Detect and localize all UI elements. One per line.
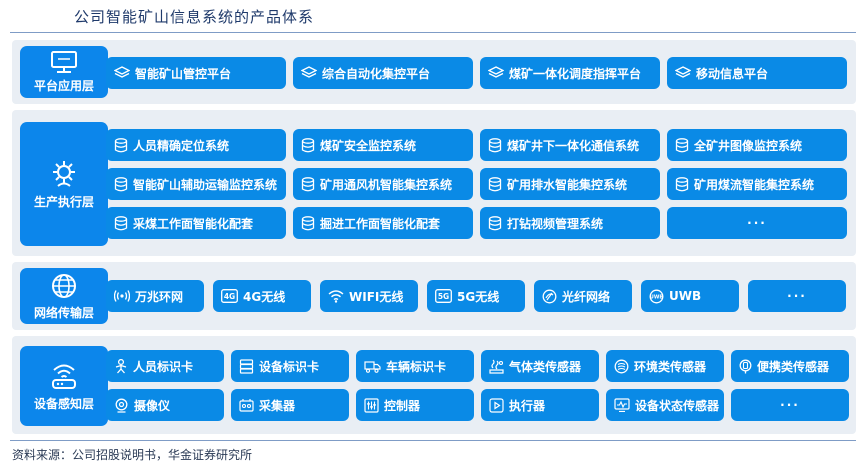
fiber-icon bbox=[542, 289, 557, 304]
layers-icon bbox=[114, 66, 130, 80]
platform-layer: 平台应用层 智能矿山管控平台 综合自动化集控平台 煤矿一体化调度指挥平台 移动信… bbox=[12, 40, 856, 104]
database-icon bbox=[301, 176, 315, 192]
device-item[interactable]: 执行器 bbox=[481, 389, 599, 421]
production-item[interactable]: 掘进工作面智能化配套 bbox=[293, 207, 473, 239]
network-item[interactable]: 万兆环网 bbox=[106, 280, 204, 312]
database-icon bbox=[675, 137, 689, 153]
layers-icon bbox=[675, 66, 691, 80]
database-icon bbox=[114, 137, 128, 153]
database-icon bbox=[488, 215, 502, 231]
network-item[interactable]: WIFI无线 bbox=[320, 280, 418, 312]
database-icon bbox=[301, 137, 315, 153]
play-icon bbox=[489, 397, 504, 413]
4g-badge-icon: 4G bbox=[221, 289, 238, 303]
source-divider bbox=[10, 440, 856, 441]
production-item[interactable]: 智能矿山辅助运输监控系统 bbox=[106, 168, 286, 200]
device-more[interactable]: ··· bbox=[731, 389, 849, 421]
layers-icon bbox=[488, 66, 504, 80]
status-sensor-icon bbox=[614, 398, 630, 412]
production-item[interactable]: 矿用通风机智能集控系统 bbox=[293, 168, 473, 200]
network-item[interactable]: 4G 4G无线 bbox=[213, 280, 311, 312]
production-item[interactable]: 矿用煤流智能集控系统 bbox=[667, 168, 847, 200]
person-icon bbox=[114, 358, 128, 374]
portable-sensor-icon bbox=[739, 359, 752, 374]
svg-text:5G: 5G bbox=[438, 292, 449, 301]
production-layer: 生产执行层 人员精确定位系统 煤矿安全监控系统 煤矿井下一体化通信系统 全矿井图… bbox=[12, 110, 856, 256]
svg-text:4G: 4G bbox=[224, 292, 235, 301]
collector-icon bbox=[239, 398, 254, 413]
network-layer-label: 网络传输层 bbox=[20, 268, 108, 324]
network-item[interactable]: 5G 5G无线 bbox=[427, 280, 525, 312]
database-icon bbox=[675, 176, 689, 192]
database-icon bbox=[114, 215, 128, 231]
camera-icon bbox=[114, 398, 129, 413]
router-icon bbox=[49, 361, 79, 391]
gear-hand-icon bbox=[49, 159, 79, 189]
platform-layer-label: 平台应用层 bbox=[20, 46, 108, 98]
source-note: 资料来源：公司招股说明书，华金证券研究所 bbox=[12, 448, 253, 462]
database-icon bbox=[488, 137, 502, 153]
network-more[interactable]: ··· bbox=[748, 280, 846, 312]
device-layer-label: 设备感知层 bbox=[20, 346, 108, 426]
device-item[interactable]: 控制器 bbox=[356, 389, 474, 421]
platform-item[interactable]: 综合自动化集控平台 bbox=[293, 57, 473, 89]
truck-icon bbox=[364, 360, 381, 373]
svg-text:UWB: UWB bbox=[650, 294, 664, 300]
device-item[interactable]: 车辆标识卡 bbox=[356, 350, 474, 382]
production-item[interactable]: 矿用排水智能集控系统 bbox=[480, 168, 660, 200]
server-icon bbox=[239, 358, 254, 374]
platform-item[interactable]: 智能矿山管控平台 bbox=[106, 57, 286, 89]
uwb-badge-icon: UWB bbox=[649, 289, 664, 304]
globe-icon bbox=[50, 272, 78, 300]
gas-sensor-icon bbox=[489, 359, 504, 374]
device-item[interactable]: 气体类传感器 bbox=[481, 350, 599, 382]
database-icon bbox=[301, 215, 315, 231]
production-item[interactable]: 采煤工作面智能化配套 bbox=[106, 207, 286, 239]
device-item[interactable]: 采集器 bbox=[231, 389, 349, 421]
network-item[interactable]: 光纤网络 bbox=[534, 280, 632, 312]
platform-item[interactable]: 移动信息平台 bbox=[667, 57, 847, 89]
network-item[interactable]: UWB UWB bbox=[641, 280, 739, 312]
layers-icon bbox=[301, 66, 317, 80]
production-item[interactable]: 人员精确定位系统 bbox=[106, 129, 286, 161]
device-item[interactable]: 摄像仪 bbox=[106, 389, 224, 421]
production-more[interactable]: ··· bbox=[667, 207, 847, 239]
device-item[interactable]: 便携类传感器 bbox=[731, 350, 849, 382]
environment-sensor-icon bbox=[614, 359, 629, 374]
controller-icon bbox=[364, 397, 379, 413]
title-divider bbox=[10, 32, 856, 33]
device-item[interactable]: 人员标识卡 bbox=[106, 350, 224, 382]
production-item[interactable]: 打钻视频管理系统 bbox=[480, 207, 660, 239]
device-layer: 设备感知层 人员标识卡 设备标识卡 车辆标识卡 气体类传感器 环境类传感器 便携… bbox=[12, 336, 856, 434]
page-title: 公司智能矿山信息系统的产品体系 bbox=[74, 8, 315, 26]
device-item[interactable]: 环境类传感器 bbox=[606, 350, 724, 382]
database-icon bbox=[488, 176, 502, 192]
device-item[interactable]: 设备标识卡 bbox=[231, 350, 349, 382]
production-item[interactable]: 全矿井图像监控系统 bbox=[667, 129, 847, 161]
production-item[interactable]: 煤矿井下一体化通信系统 bbox=[480, 129, 660, 161]
platform-item[interactable]: 煤矿一体化调度指挥平台 bbox=[480, 57, 660, 89]
production-item[interactable]: 煤矿安全监控系统 bbox=[293, 129, 473, 161]
device-item[interactable]: 设备状态传感器 bbox=[606, 389, 724, 421]
5g-badge-icon: 5G bbox=[435, 289, 452, 303]
network-layer: 网络传输层 万兆环网 4G 4G无线 WIFI无线 5G 5G无线 光纤网络 U… bbox=[12, 262, 856, 330]
wifi-icon bbox=[328, 289, 344, 303]
production-layer-label: 生产执行层 bbox=[20, 122, 108, 246]
monitor-icon bbox=[49, 50, 79, 73]
database-icon bbox=[114, 176, 128, 192]
signal-icon bbox=[114, 289, 130, 303]
